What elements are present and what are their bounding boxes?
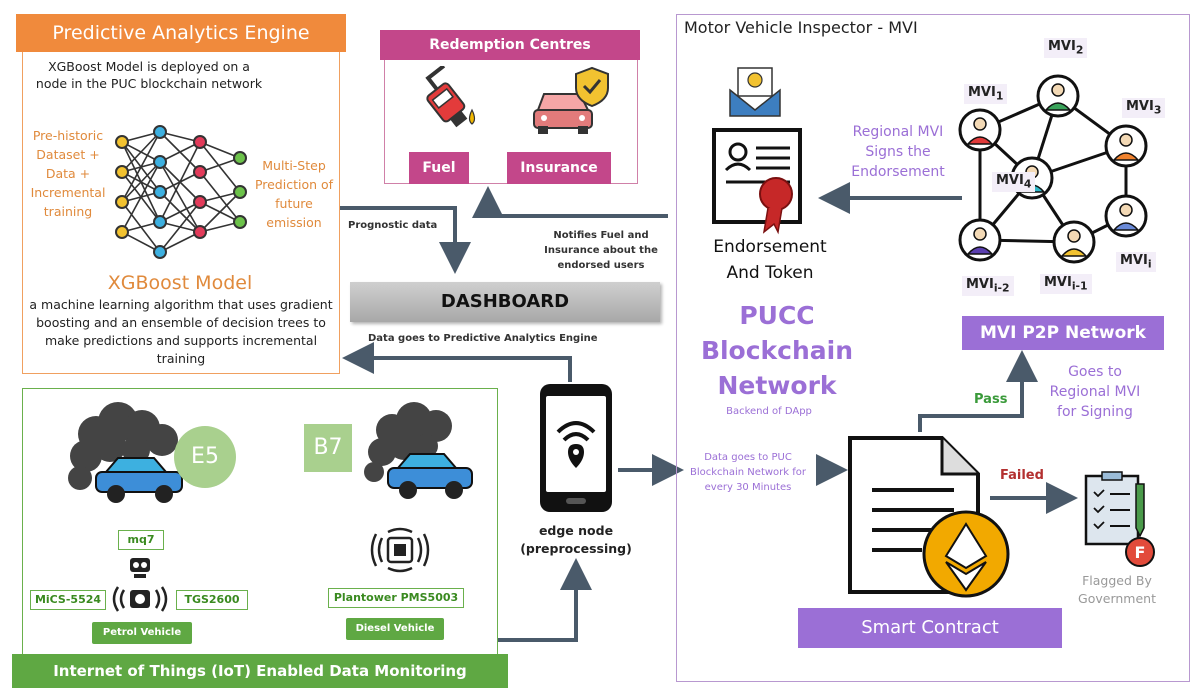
prediction-output-text: Multi-Step Prediction of future emission [254, 158, 334, 230]
endorsement-token-label: Endorsement And Token [713, 237, 827, 283]
mvi-node-1-label: MVI1 [964, 84, 1008, 104]
regional-signs-label: Regional MVI Signs the Endorsement [851, 124, 945, 180]
smart-contract-label: Smart Contract [798, 608, 1062, 648]
mq7-sensor-label: mq7 [118, 530, 164, 550]
mvi-panel [676, 14, 1190, 682]
data-to-blockchain-label: Data goes to PUC Blockchain Network for … [690, 452, 806, 493]
arrow-prognostic [340, 206, 471, 274]
mvi-p2p-label: MVI P2P Network [962, 316, 1164, 350]
data-to-predictive-label: Data goes to Predictive Analytics Engine [368, 333, 598, 344]
dashboard-label: DASHBOARD [440, 291, 570, 312]
failed-label: Failed [1000, 468, 1044, 483]
insured-car-icon [533, 66, 609, 134]
gas-sensor-signal-icon [112, 586, 168, 612]
pucc-blockchain-title: PUCC Blockchain Network [700, 301, 854, 400]
mvi-node-i-1-label: MVIi-1 [1040, 274, 1092, 294]
fuel-pump-icon [425, 66, 476, 128]
diesel-car-smoke-icon [364, 402, 473, 499]
edge-node-label: edge node (preprocessing) [520, 523, 632, 556]
petrol-car-smoke-icon [68, 402, 183, 503]
fuel-label: Fuel [409, 152, 469, 184]
neural-network-icon [115, 125, 247, 259]
mvi-section-title: Motor Vehicle Inspector - MVI [684, 18, 918, 37]
smart-contract-document-icon [848, 436, 1010, 598]
plantower-sensor-label: Plantower PMS5003 [328, 588, 464, 608]
particulate-sensor-icon [370, 527, 430, 573]
xgboost-description: a machine learning algorithm that uses g… [29, 297, 333, 366]
endorsement-document-icon [712, 67, 802, 235]
arrow-data-predictive [342, 342, 572, 382]
tgs-sensor-label: TGS2600 [176, 590, 248, 610]
mvi-node-i-2-label: MVIi-2 [962, 276, 1014, 296]
iot-footer-label: Internet of Things (IoT) Enabled Data Mo… [12, 654, 508, 688]
arrow-notifies [472, 186, 668, 218]
pass-label: Pass [974, 392, 1008, 407]
xgboost-title: XGBoost Model [107, 272, 253, 294]
svg-text:F: F [1135, 543, 1146, 562]
mvi-node-4-label: MVI4 [992, 172, 1036, 192]
mvi-node-3-label: MVI3 [1122, 98, 1166, 118]
mvi-network-graph [958, 74, 1148, 264]
training-inputs-text: Pre-historic Dataset + Data + Incrementa… [30, 128, 106, 219]
predictive-header: Predictive Analytics Engine [16, 14, 346, 52]
smartphone-icon [540, 384, 612, 512]
flagged-report-icon: F [1084, 471, 1155, 567]
arrow-pass [918, 350, 1038, 432]
sensor-chip-icon [130, 558, 150, 578]
e5-badge: E5 [174, 426, 236, 488]
insurance-label: Insurance [507, 152, 611, 184]
petrol-vehicle-label: Petrol Vehicle [92, 622, 192, 644]
arrow-iot-edge [498, 558, 592, 642]
notifies-label: Notifies Fuel and Insurance about the en… [544, 230, 658, 271]
redemption-header: Redemption Centres [380, 30, 640, 60]
deploy-text: XGBoost Model is deployed on a node in t… [35, 59, 263, 91]
backend-label: Backend of DApp [726, 406, 812, 417]
mvi-node-i-label: MVIi [1116, 252, 1156, 272]
b7-badge: B7 [304, 424, 352, 472]
flagged-label: Flagged By Government [1078, 573, 1156, 606]
diesel-vehicle-label: Diesel Vehicle [346, 618, 444, 640]
dashboard-box[interactable]: DASHBOARD [350, 282, 660, 322]
goes-regional-label: Goes to Regional MVI for Signing [1049, 364, 1141, 420]
prognostic-data-label: Prognostic data [348, 220, 438, 231]
mics-sensor-label: MiCS-5524 [30, 590, 106, 610]
mvi-node-2-label: MVI2 [1044, 38, 1088, 58]
